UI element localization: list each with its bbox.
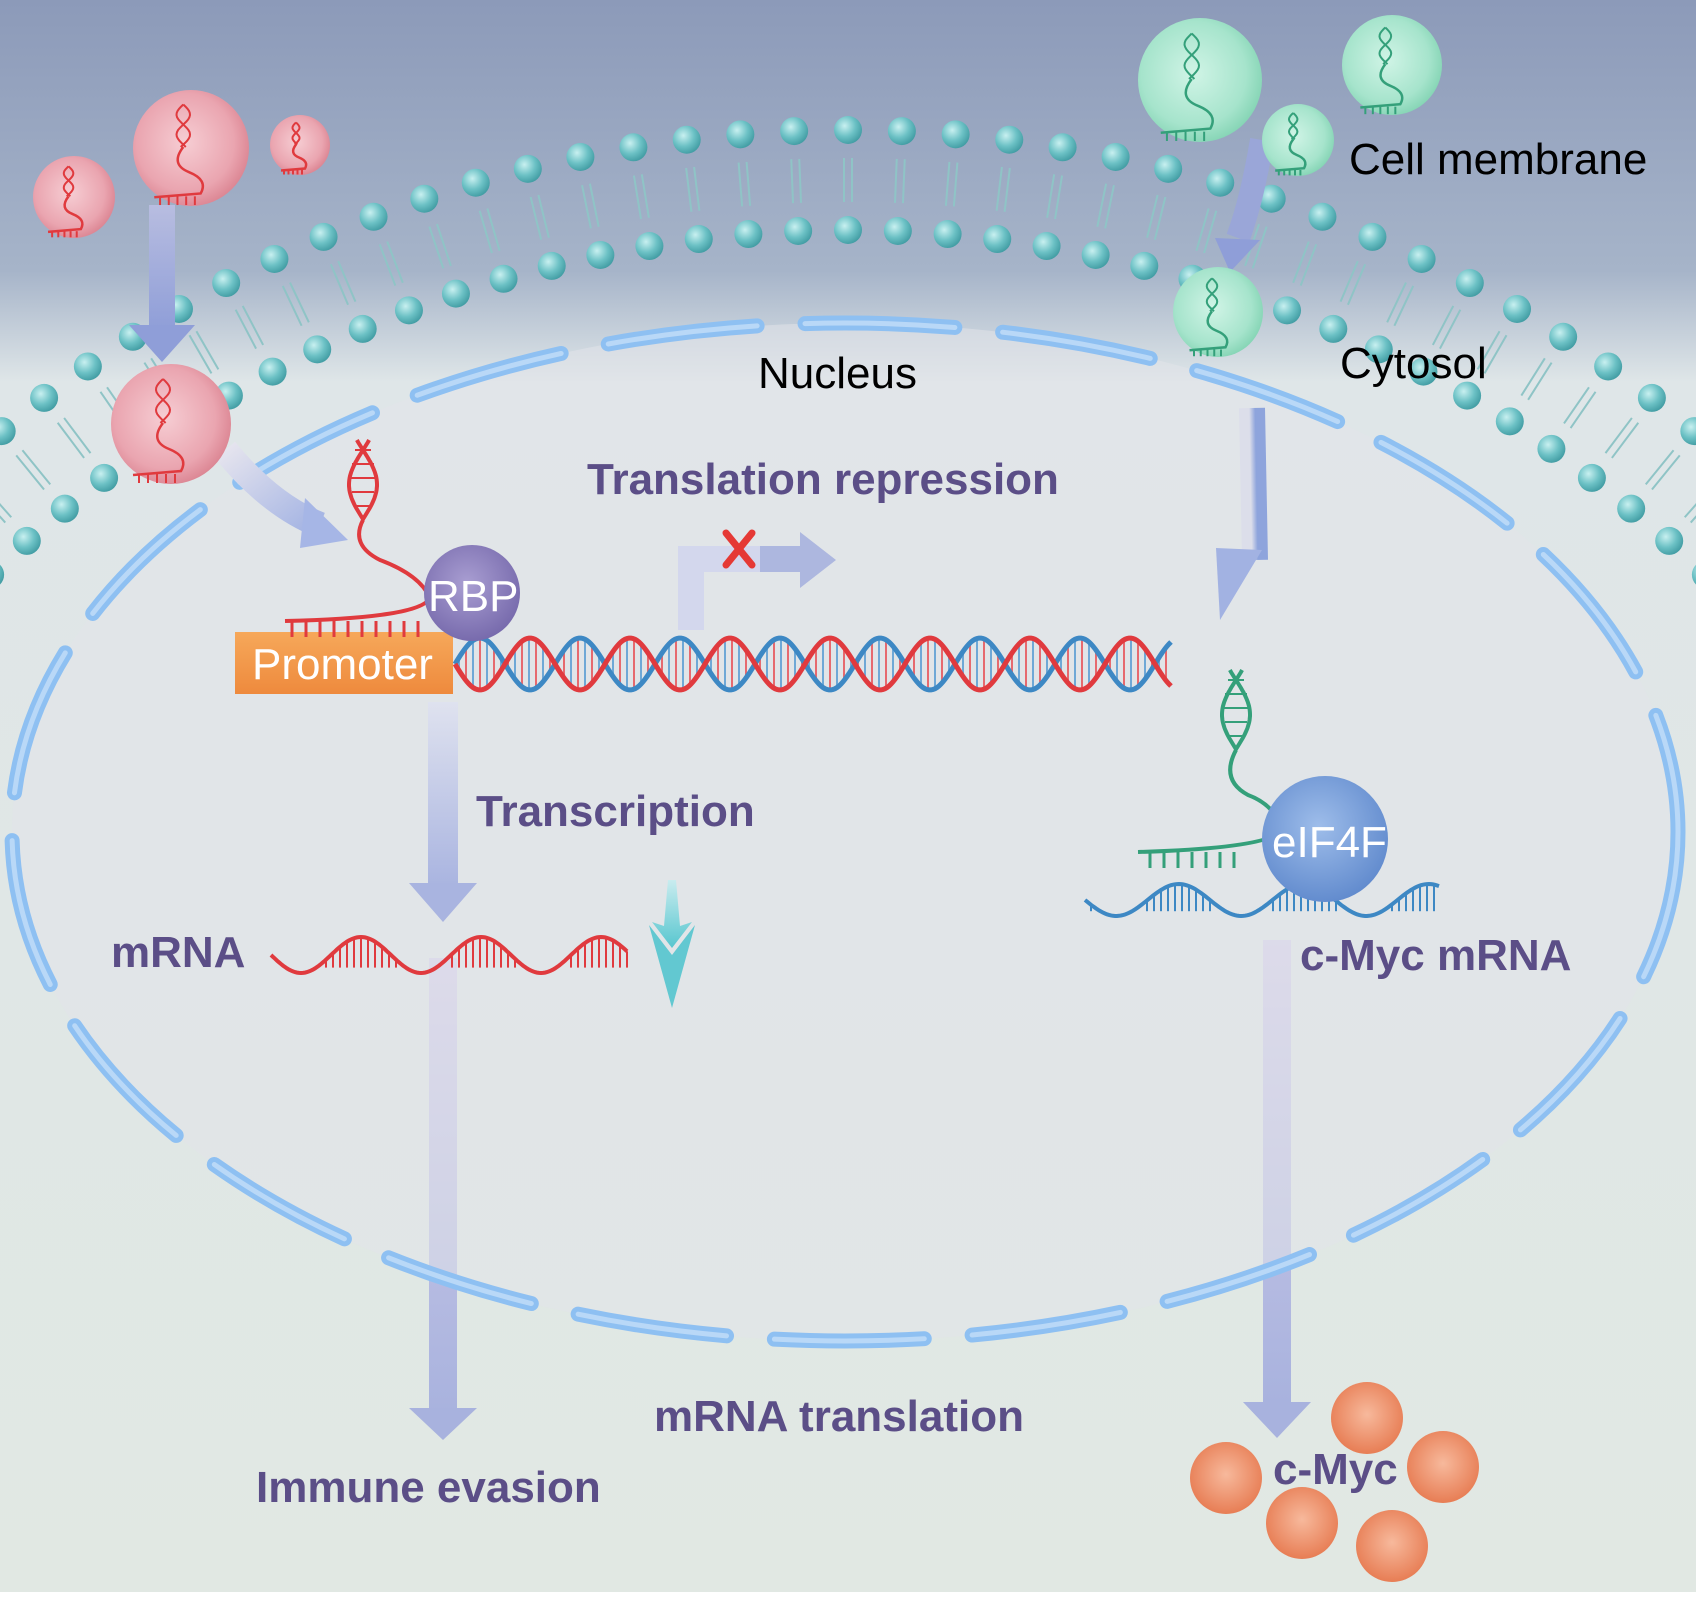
arrow-pink-vesicle-entry xyxy=(129,205,195,362)
exosome-vesicle-pink xyxy=(270,115,330,175)
dna-double-helix xyxy=(452,635,1173,693)
label-nucleus: Nucleus xyxy=(758,349,917,398)
label-cell-membrane: Cell membrane xyxy=(1349,135,1647,184)
label-cytosol: Cytosol xyxy=(1340,339,1487,388)
exosome-vesicle-pink xyxy=(111,364,231,484)
exosome-vesicle-green xyxy=(1262,104,1334,176)
label-immune-evasion: Immune evasion xyxy=(256,1463,601,1512)
rbp-bound-rna xyxy=(284,439,433,637)
exosome-vesicle-pink xyxy=(33,156,115,238)
arrow-vesicle-to-eif4f xyxy=(1216,407,1268,620)
label-cmyc: c-Myc xyxy=(1273,1445,1398,1494)
cmyc-protein xyxy=(1331,1382,1403,1454)
exosome-vesicle-pink xyxy=(133,90,249,206)
cmyc-protein xyxy=(1407,1431,1479,1503)
exosome-vesicle-green xyxy=(1342,15,1442,115)
vesicles xyxy=(33,15,1442,484)
label-mrna-translation: mRNA translation xyxy=(654,1392,1024,1441)
cmyc-protein xyxy=(1190,1442,1262,1514)
arrow-green-vesicle-entry xyxy=(1215,138,1274,272)
cmyc-protein-cluster xyxy=(1190,1382,1479,1582)
label-transcription: Transcription xyxy=(476,787,755,836)
exosome-vesicle-green xyxy=(1173,267,1263,357)
cross-icon xyxy=(722,529,756,569)
arrow-vesicle-to-rbp xyxy=(214,441,348,548)
translation-repression-arrow xyxy=(678,532,836,630)
label-cmyc-mrna: c-Myc mRNA xyxy=(1300,931,1571,980)
label-translation-repression: Translation repression xyxy=(587,455,1059,504)
rbp-protein xyxy=(424,545,520,641)
cmyc-protein xyxy=(1356,1510,1428,1582)
eif4f-bound-rna xyxy=(1137,669,1285,868)
label-promoter: Promoter xyxy=(252,640,433,689)
exosome-vesicle-green xyxy=(1138,18,1262,142)
label-eif4f: eIF4F xyxy=(1272,818,1387,867)
arrow-transcription xyxy=(409,702,477,922)
promoter-box xyxy=(235,632,453,694)
label-mrna: mRNA xyxy=(111,928,245,977)
cmyc-protein xyxy=(1266,1487,1338,1559)
chevron-down-icon xyxy=(649,880,695,1008)
label-rbp: RBP xyxy=(428,572,518,621)
eif4f-protein xyxy=(1262,776,1388,902)
mrna-strand xyxy=(269,934,629,976)
